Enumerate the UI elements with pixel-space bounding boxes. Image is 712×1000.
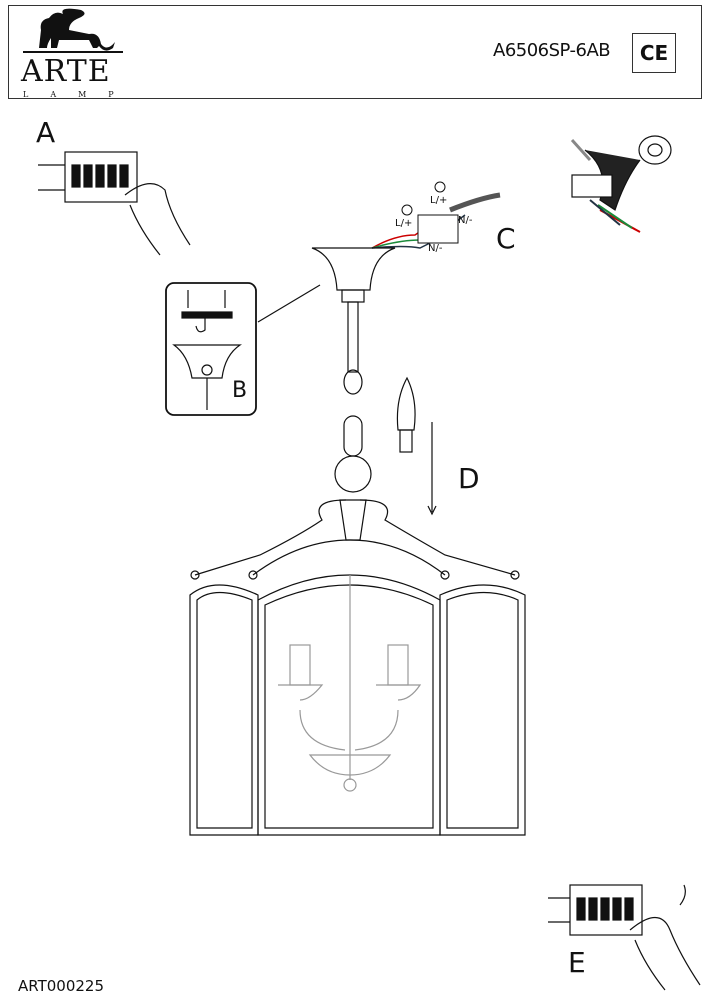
brand-logo-text: ARTE [21,54,111,89]
brand-logo-subtext: LAMP [23,90,136,99]
bulb-icon [396,376,437,516]
breaker-switch-icon [38,151,191,256]
step-d-label: D [458,462,480,495]
canopy-mounting-detail [165,282,321,416]
step-a-label: A [36,116,56,149]
wire-label-live-2: L/+ [395,218,413,229]
breaker-switch-off-icon [548,884,701,991]
pendant-lantern [189,247,526,836]
step-b-label: B [232,378,248,403]
wiring-detail [371,181,501,249]
insulation-tape-icon [570,135,672,233]
wire-label-live-1: L/+ [430,195,448,206]
model-number: A6506SP-6AB [493,40,611,61]
ce-mark: CE [632,33,676,73]
step-c-label: C [496,222,516,255]
document-code: ART000225 [18,977,105,995]
winged-lion-logo-icon [23,8,123,53]
header: ARTE LAMP A6506SP-6AB CE [8,5,702,99]
wire-label-neutral-2: N/- [428,243,443,254]
wire-label-neutral-1: N/- [458,215,473,226]
step-e-label: E [568,946,586,979]
